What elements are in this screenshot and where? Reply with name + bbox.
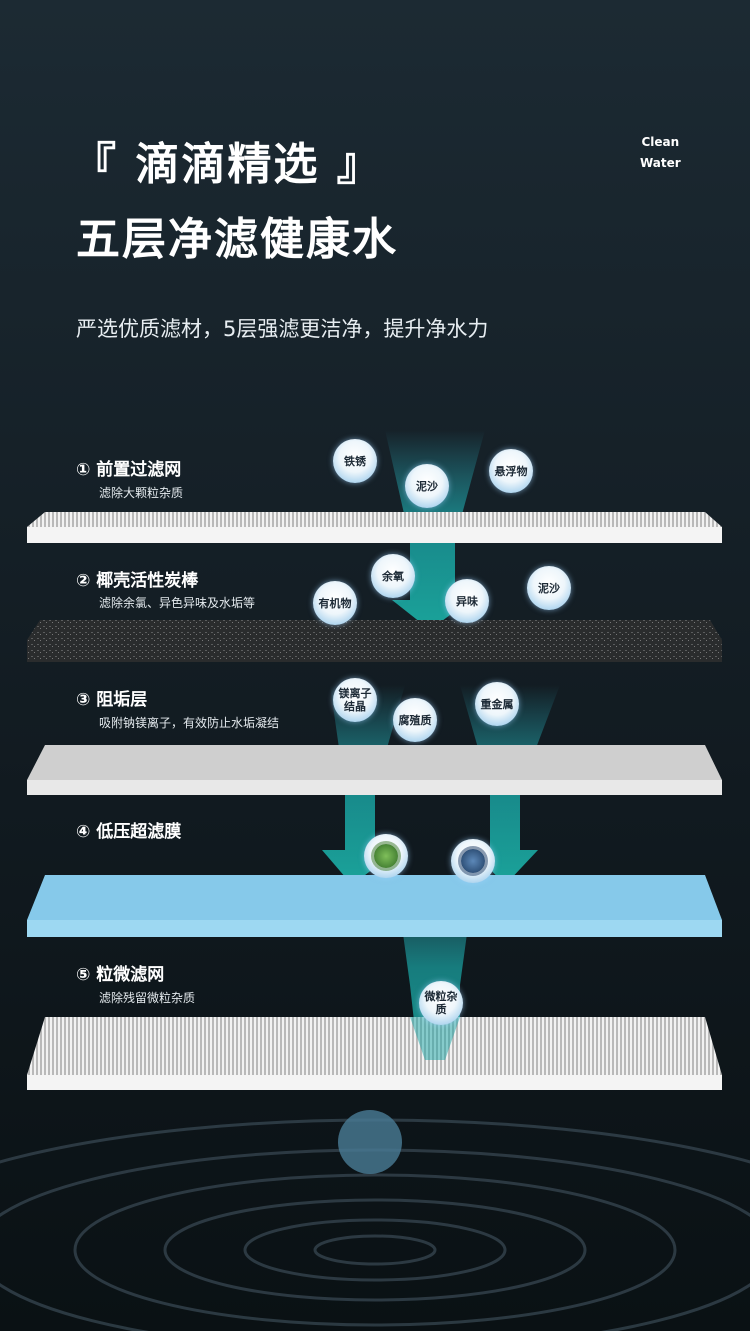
impurity-bubble: 腐殖质 <box>393 698 437 742</box>
layer-3-desc: 吸附钠镁离子，有效防止水垢凝结 <box>99 716 280 730</box>
impurity-bubble: 有机物 <box>313 581 357 625</box>
layer-2-title: ② 椰壳活性炭棒 <box>76 571 199 591</box>
layer-3-title: ③ 阻垢层 <box>76 690 148 710</box>
blue-virus-icon <box>461 849 485 873</box>
layer-2-desc: 滤除余氯、异色异味及水垢等 <box>99 596 256 610</box>
impurity-bubble: 余氧 <box>371 554 415 598</box>
title-line-2: 五层净滤健康水 <box>76 214 398 265</box>
layer-prefilter-top <box>27 512 722 527</box>
layer-scale-front <box>27 780 722 795</box>
badge-line-2: Water <box>640 156 681 170</box>
layer-1-desc: 滤除大颗粒杂质 <box>99 486 184 500</box>
layer-4-title: ④ 低压超滤膜 <box>76 822 182 842</box>
impurity-bubble: 镁离子结晶 <box>333 678 377 722</box>
impurity-bubble: 重金属 <box>475 682 519 726</box>
virus-bubble <box>451 839 495 883</box>
bacteria-bubble <box>364 834 408 878</box>
layer-scale-top <box>27 745 722 780</box>
layer-5-desc: 滤除残留微粒杂质 <box>99 991 196 1005</box>
title-line-1: 『 滴滴精选 』 <box>72 139 383 190</box>
layer-prefilter-front <box>27 527 722 543</box>
impurity-bubble: 异味 <box>445 579 489 623</box>
layer-1-title: ① 前置过滤网 <box>76 460 182 480</box>
layer-micro-top <box>27 1017 722 1075</box>
impurity-bubble: 悬浮物 <box>489 449 533 493</box>
water-drop <box>338 1110 402 1174</box>
layer-uf-top <box>27 875 722 920</box>
layer-uf-front <box>27 920 722 937</box>
green-virus-icon <box>374 844 398 868</box>
impurity-bubble: 铁锈 <box>333 439 377 483</box>
subtitle: 严选优质滤材，5层强滤更洁净，提升净水力 <box>76 317 489 341</box>
impurity-bubble: 微粒杂质 <box>419 981 463 1025</box>
badge-line-1: Clean <box>641 135 680 149</box>
layer-micro-front <box>27 1075 722 1090</box>
impurity-bubble: 泥沙 <box>405 464 449 508</box>
layer-carbon <box>27 620 722 662</box>
impurity-bubble: 泥沙 <box>527 566 571 610</box>
layer-5-title: ⑤ 粒微滤网 <box>76 965 165 985</box>
